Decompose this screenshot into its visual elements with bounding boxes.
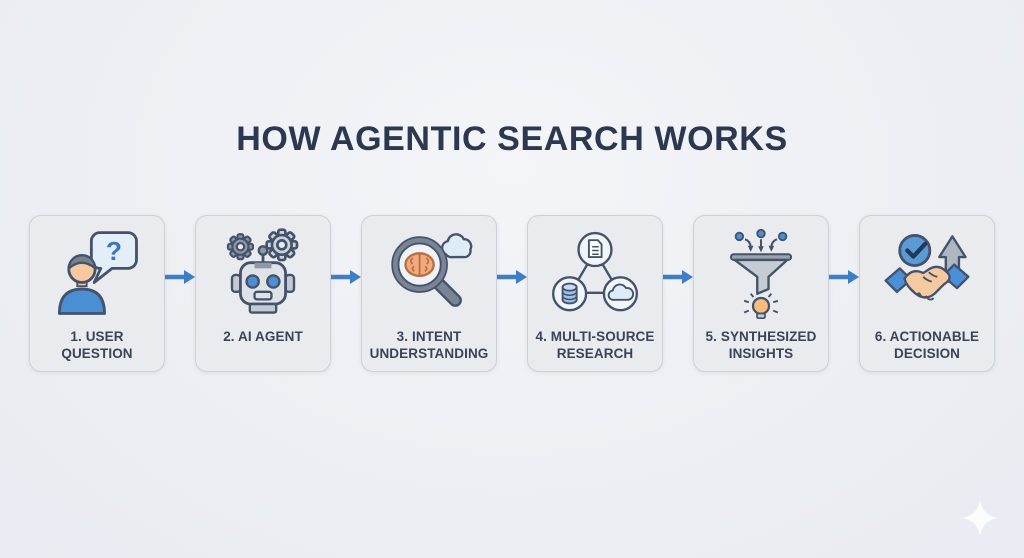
step-card-intent-understanding: 3. INTENT UNDERSTANDING	[361, 215, 497, 372]
step-label: 1. USER QUESTION	[61, 329, 133, 362]
document-icon	[587, 239, 603, 259]
sparkle-icon	[961, 499, 999, 537]
step-card-actionable-decision: 6. ACTIONABLE DECISION	[859, 215, 995, 372]
flow-arrow-icon	[331, 270, 361, 284]
step-label: 5. SYNTHESIZED INSIGHTS	[705, 329, 817, 362]
flow-arrow-icon	[663, 270, 693, 284]
input-dot	[756, 228, 766, 239]
speech-bubble	[89, 231, 138, 284]
input-dot	[734, 231, 745, 242]
multi-source-network-icon	[528, 223, 662, 325]
robot-head-band	[254, 262, 272, 269]
person-hair	[67, 254, 97, 270]
magnifier-brain-icon	[362, 223, 496, 325]
brain-icon	[404, 252, 435, 278]
flow-arrow-icon	[165, 270, 195, 284]
page-title: HOW AGENTIC SEARCH WORKS	[236, 120, 788, 158]
cloud-icon	[607, 283, 635, 301]
step-card-multi-source-research: 4. MULTI-SOURCE RESEARCH	[527, 215, 663, 372]
robot-antenna-ball	[257, 245, 269, 256]
step-card-ai-agent: 2. AI AGENT	[195, 215, 331, 372]
handshake-decision-icon	[860, 223, 994, 325]
gear-left-icon	[226, 233, 255, 261]
step-label: 6. ACTIONABLE DECISION	[874, 329, 980, 362]
funnel-body	[733, 258, 789, 295]
step-label: 3. INTENT UNDERSTANDING	[369, 329, 489, 362]
inflow-arrows	[744, 238, 778, 247]
lightbulb-icon	[743, 293, 779, 320]
handshake-icon	[884, 263, 970, 301]
user-question-icon: ?	[30, 223, 164, 325]
process-flow: ? 1. USER QUESTION	[0, 215, 1024, 372]
step-card-user-question: ? 1. USER QUESTION	[29, 215, 165, 372]
step-card-synthesized-insights: 5. SYNTHESIZED INSIGHTS	[693, 215, 829, 372]
thought-cloud	[441, 233, 473, 259]
robot-eye-right	[266, 274, 281, 289]
database-icon	[561, 282, 578, 305]
robot-eye-left	[245, 274, 260, 289]
person-body	[57, 287, 106, 315]
step-label: 2. AI AGENT	[223, 329, 303, 344]
input-dot	[777, 231, 788, 242]
step-label: 4. MULTI-SOURCE RESEARCH	[535, 329, 655, 362]
robot-mouth	[253, 290, 273, 301]
check-circle-icon	[898, 234, 932, 267]
ai-agent-robot-icon	[196, 223, 330, 325]
funnel-lightbulb-icon	[694, 223, 828, 325]
flow-arrow-icon	[829, 270, 859, 284]
robot-base	[248, 302, 278, 314]
question-mark: ?	[106, 236, 122, 266]
gear-right-icon	[265, 228, 299, 262]
flow-arrow-icon	[497, 270, 527, 284]
